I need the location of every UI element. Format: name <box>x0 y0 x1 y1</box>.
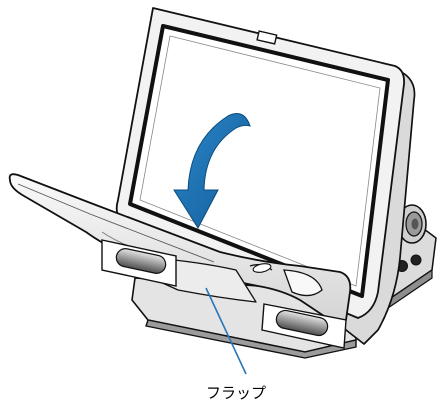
speaker-right <box>261 303 347 349</box>
camera-icon <box>256 30 278 45</box>
flap-callout-label: フラップ <box>206 384 267 402</box>
down-arrow-icon <box>173 113 251 229</box>
hinge-knob <box>397 204 427 244</box>
flap-tab-right <box>283 269 323 297</box>
speaker-left <box>101 239 177 287</box>
callout-leader-line <box>205 287 247 375</box>
port-jack-icon <box>410 254 422 266</box>
